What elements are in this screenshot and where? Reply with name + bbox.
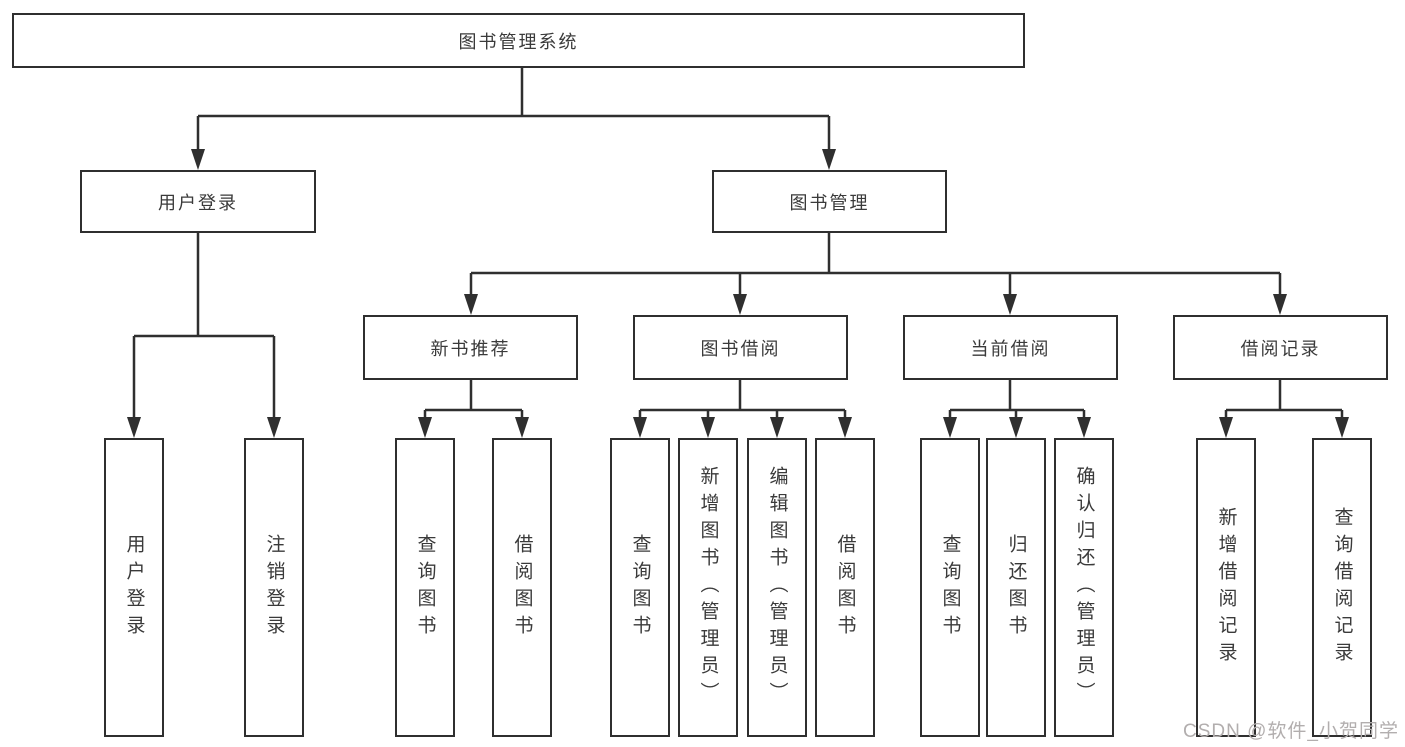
node-user-login: 用户登录: [80, 170, 316, 233]
leaf-edit-book-admin: 编辑图书（管理员）: [747, 438, 807, 737]
leaf-borrow-book-recommend: 借阅图书: [492, 438, 552, 737]
node-root-system: 图书管理系统: [12, 13, 1025, 68]
node-borrowing-records: 借阅记录: [1173, 315, 1388, 380]
leaf-add-book-admin: 新增图书（管理员）: [678, 438, 738, 737]
leaf-borrow-book: 借阅图书: [815, 438, 875, 737]
leaf-return-book: 归还图书: [986, 438, 1046, 737]
leaf-query-book-borrowing: 查询图书: [610, 438, 670, 737]
leaf-user-login: 用户登录: [104, 438, 164, 737]
leaf-query-book-current: 查询图书: [920, 438, 980, 737]
leaf-query-borrow-record: 查询借阅记录: [1312, 438, 1372, 737]
node-book-borrowing: 图书借阅: [633, 315, 848, 380]
node-current-borrowing: 当前借阅: [903, 315, 1118, 380]
csdn-watermark: CSDN @软件_小贺同学: [1183, 721, 1399, 742]
leaf-confirm-return-admin: 确认归还（管理员）: [1054, 438, 1114, 737]
node-book-management: 图书管理: [712, 170, 947, 233]
node-new-book-recommend: 新书推荐: [363, 315, 578, 380]
leaf-logout: 注销登录: [244, 438, 304, 737]
leaf-add-borrow-record: 新增借阅记录: [1196, 438, 1256, 737]
leaf-query-book-recommend: 查询图书: [395, 438, 455, 737]
